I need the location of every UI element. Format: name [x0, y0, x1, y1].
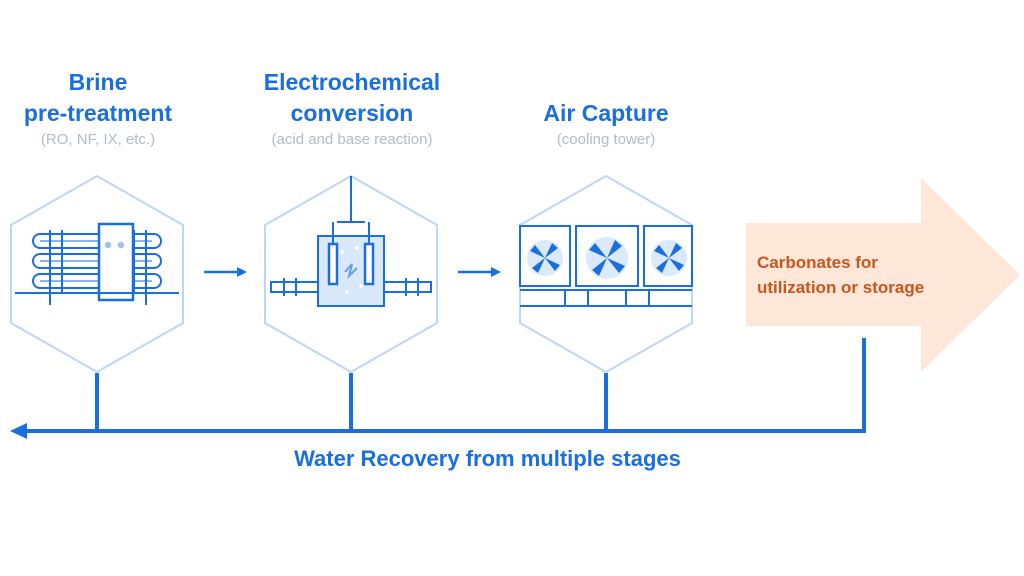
stage-3-title: Air Capture [506, 98, 706, 129]
stage-1-title-line-2: pre-treatment [23, 100, 173, 126]
output-label-line-2: utilization or storage [757, 278, 925, 297]
stage-2-title-line-2: conversion [290, 100, 414, 126]
flow-arrow-2 [458, 267, 501, 277]
electrochemical-cell-icon [270, 176, 432, 307]
stage-2-title-line-1: Electrochemical [263, 69, 441, 95]
water-recovery-arrowhead [10, 423, 27, 439]
stage-1-hexagon [10, 174, 184, 374]
output-arrow [746, 178, 1020, 372]
water-recovery-lines [26, 338, 866, 433]
stage-3-title-line-1: Air Capture [543, 100, 669, 126]
stage-1-title: Brine pre-treatment [0, 67, 196, 129]
output-label: Carbonates for utilization or storage [757, 250, 977, 300]
water-recovery-label: Water Recovery from multiple stages [294, 446, 681, 471]
stage-2-subtitle: (acid and base reaction) [271, 131, 433, 148]
membrane-filter-icon [15, 222, 179, 305]
stage-1-title-line-1: Brine [68, 69, 128, 95]
cooling-fans-icon [519, 225, 693, 307]
stage-2-title: Electrochemical conversion [232, 67, 472, 129]
stage-3-subtitle: (cooling tower) [556, 131, 656, 148]
output-label-line-1: Carbonates for [757, 253, 878, 272]
stage-1-subtitle: (RO, NF, IX, etc.) [40, 131, 156, 148]
stage-2-hexagon [264, 174, 438, 374]
stage-3-hexagon [519, 174, 693, 374]
flow-arrow-1 [204, 267, 247, 277]
